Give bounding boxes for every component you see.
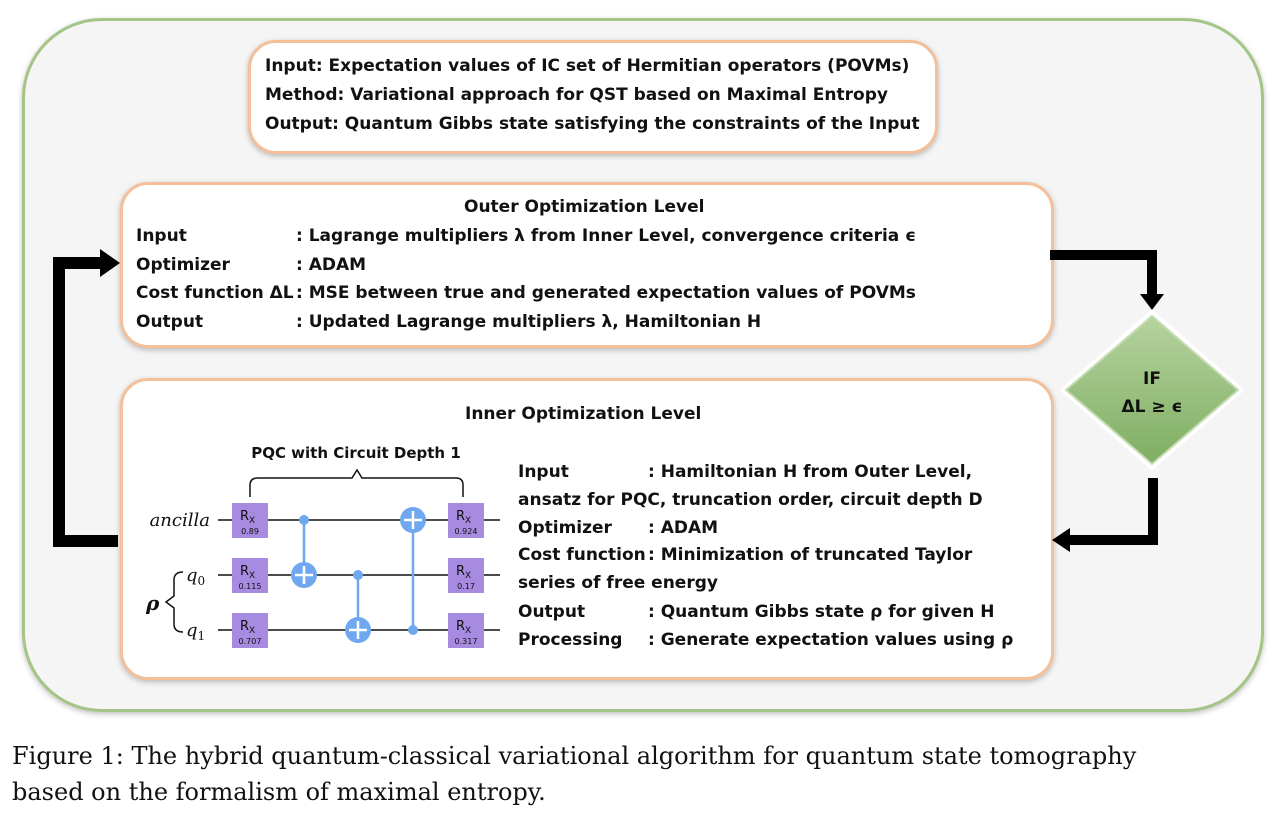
inner-row-value: : ADAM — [648, 518, 719, 538]
outer-row-value: : ADAM — [296, 255, 367, 275]
inner-row-value: : Quantum Gibbs state ρ for given H — [648, 602, 995, 622]
wire-q0-name: q — [186, 565, 198, 586]
gate-sub: X — [465, 516, 471, 526]
inner-row-value: : Minimization of truncated Taylor — [648, 545, 973, 565]
gate-angle: 0.317 — [455, 637, 478, 646]
gate-name: R — [456, 509, 465, 524]
decision-if-label: IF — [1143, 369, 1161, 389]
inner-row-key: Input — [518, 462, 569, 482]
cnot-target-q0 — [291, 562, 317, 588]
gate-name: R — [240, 509, 249, 524]
summary-box — [248, 40, 938, 154]
gate-name: R — [456, 619, 465, 634]
pqc-label: PQC with Circuit Depth 1 — [251, 444, 461, 462]
gate-angle: 0.924 — [455, 527, 478, 536]
rx-gate-left-q0: RX 0.115 — [232, 558, 268, 593]
outer-to-decision-arrow — [1050, 250, 1164, 310]
gate-sub: X — [465, 571, 471, 581]
gate-angle: 0.707 — [239, 637, 262, 646]
rx-gate-left-q1: RX 0.707 — [232, 613, 268, 648]
decision-condition-label: ΔL ≥ ϵ — [1121, 397, 1182, 417]
rx-gate-right-q0: RX 0.17 — [448, 558, 484, 593]
outer-row-key: Cost function ΔL — [136, 283, 294, 303]
outer-row-value: : Updated Lagrange multipliers λ, Hamilt… — [296, 312, 762, 332]
inner-row-value: : Hamiltonian H from Outer Level, — [648, 462, 973, 482]
rho-label: ρ — [145, 591, 160, 615]
gate-sub: X — [249, 516, 255, 526]
outer-row-key: Output — [136, 312, 204, 332]
svg-text:RX: RX — [240, 509, 255, 526]
outer-row-key: Input — [136, 226, 187, 246]
inner-row-key: Output — [518, 602, 586, 622]
rx-gate-right-q1: RX 0.317 — [448, 613, 484, 648]
gate-angle: 0.17 — [457, 582, 475, 591]
rx-gate-right-ancilla: RX 0.924 — [448, 503, 484, 538]
svg-text:RX: RX — [240, 564, 255, 581]
outer-level-title: Outer Optimization Level — [464, 197, 705, 217]
decision-to-inner-arrow — [1052, 478, 1158, 552]
inner-row-key: Processing — [518, 630, 623, 650]
figure-caption-line2: based on the formalism of maximal entrop… — [12, 778, 546, 806]
svg-text:RX: RX — [456, 619, 471, 636]
summary-output: Output: Quantum Gibbs state satisfying t… — [265, 114, 920, 134]
wire-q1-name: q — [186, 620, 198, 641]
figure-caption-line1: Figure 1: The hybrid quantum-classical v… — [12, 742, 1137, 770]
inner-row-key: Optimizer — [518, 518, 612, 538]
summary-method: Method: Variational approach for QST bas… — [265, 85, 888, 105]
inner-row-value: : Generate expectation values using ρ — [648, 630, 1014, 650]
gate-sub: X — [249, 571, 255, 581]
rx-gate-left-ancilla: RX 0.89 — [232, 503, 268, 538]
cnot-target-ancilla — [400, 507, 426, 533]
summary-input: Input: Expectation values of IC set of H… — [265, 56, 910, 76]
gate-sub: X — [249, 626, 255, 636]
gate-name: R — [240, 564, 249, 579]
wire-label-q1: q1 — [186, 620, 205, 643]
inner-row-key: Cost function — [518, 545, 646, 565]
outer-row-key: Optimizer — [136, 255, 230, 275]
feedback-arrow — [53, 249, 120, 547]
wire-label-ancilla: ancilla — [150, 510, 210, 531]
wire-q0-sub: 0 — [198, 574, 206, 588]
outer-level-box — [120, 182, 1054, 348]
inner-level-title: Inner Optimization Level — [465, 404, 702, 424]
rho-brace — [164, 571, 184, 633]
gate-angle: 0.115 — [239, 582, 262, 591]
outer-row-value: : MSE between true and generated expecta… — [296, 283, 916, 303]
pqc-brace — [249, 468, 464, 497]
svg-text:RX: RX — [456, 509, 471, 526]
cnot-target-q1 — [345, 617, 371, 643]
gate-name: R — [456, 564, 465, 579]
svg-text:RX: RX — [240, 619, 255, 636]
svg-text:RX: RX — [456, 564, 471, 581]
inner-row-value: ansatz for PQC, truncation order, circui… — [518, 490, 983, 510]
gate-sub: X — [465, 626, 471, 636]
cnot-control-dots — [299, 515, 418, 635]
gate-angle: 0.89 — [241, 527, 259, 536]
outer-row-value: : Lagrange multipliers λ from Inner Leve… — [296, 226, 917, 246]
decision-diamond — [1059, 309, 1245, 471]
gate-name: R — [240, 619, 249, 634]
wire-q1-sub: 1 — [198, 629, 206, 643]
inner-row-value: series of free energy — [518, 573, 718, 593]
wire-label-q0: q0 — [186, 565, 205, 588]
